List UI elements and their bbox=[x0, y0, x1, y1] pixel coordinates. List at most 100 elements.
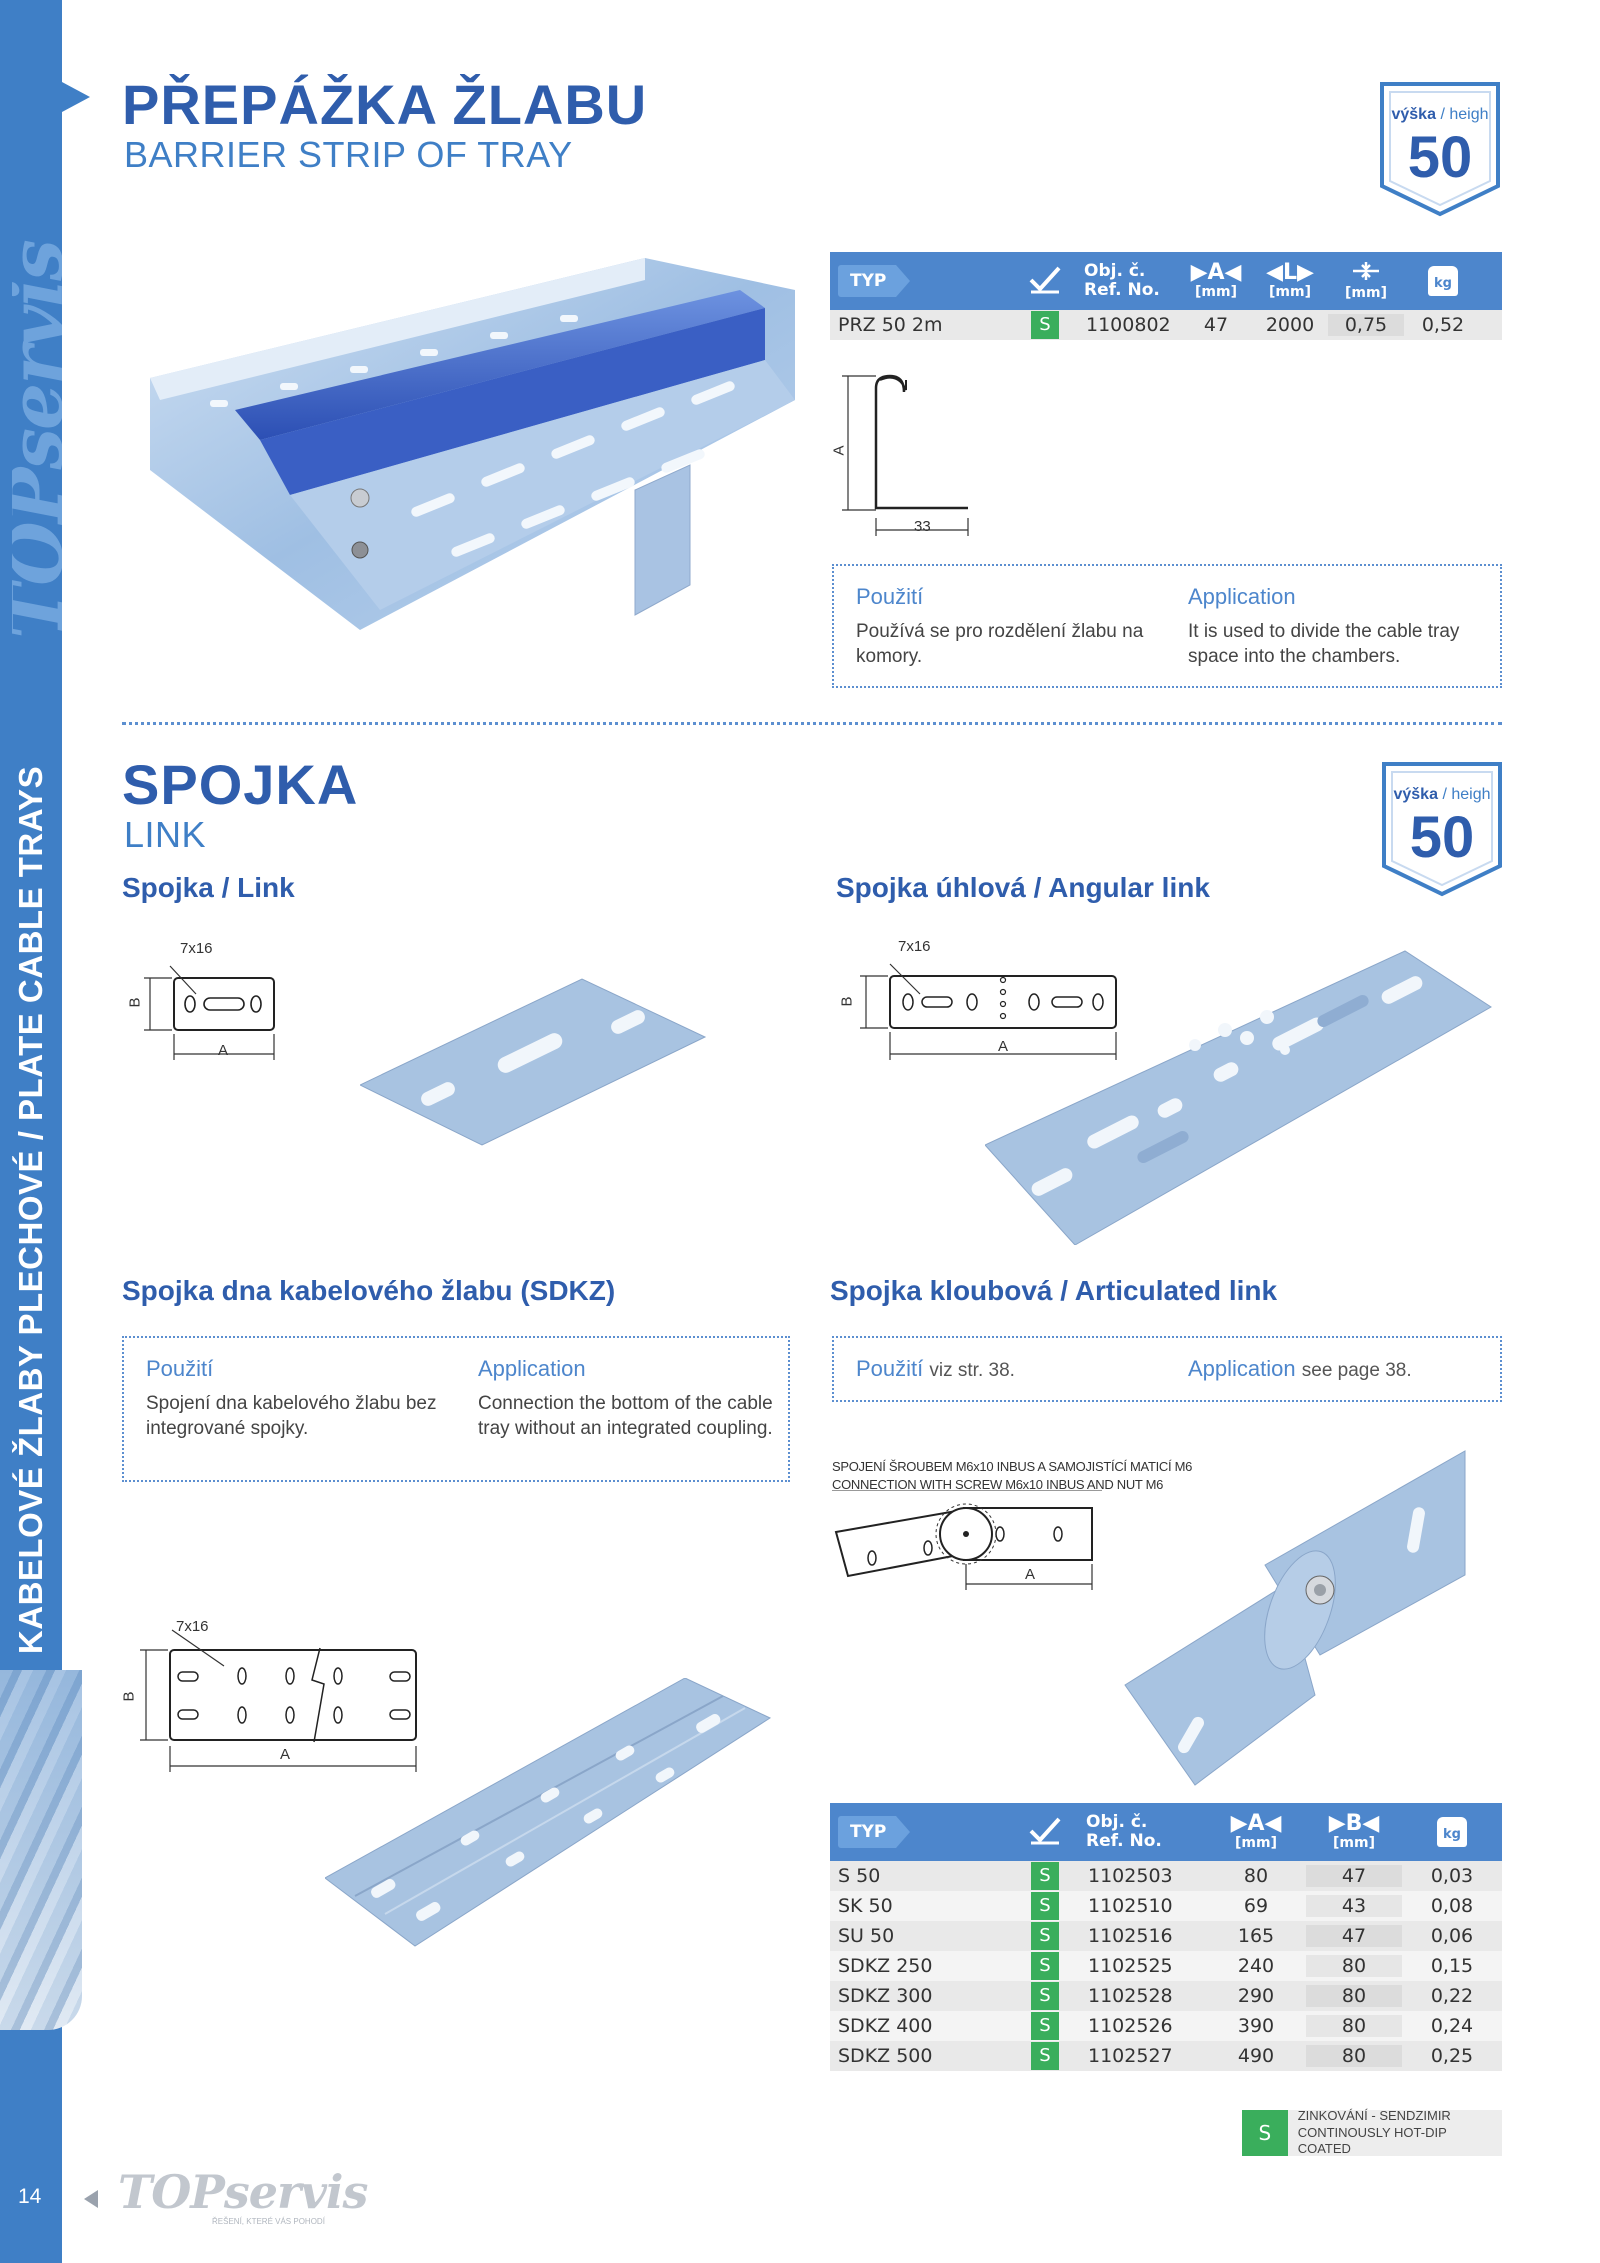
cell-typ: SDKZ 400 bbox=[838, 2015, 933, 2037]
table-row: SDKZ 250 S 1102525 240 80 0,15 bbox=[830, 1951, 1502, 1981]
finish-icon-2 bbox=[1020, 1815, 1070, 1849]
sdkz-image bbox=[325, 1678, 772, 1947]
cell-b: 47 bbox=[1306, 1925, 1402, 1947]
cell-finish: S bbox=[1020, 2042, 1070, 2070]
barrier-application-box: Použití Používá se pro rozdělení žlabu n… bbox=[832, 564, 1502, 688]
angular-a-label: A bbox=[998, 1038, 1009, 1055]
angular-link-subtitle: Spojka úhlová / Angular link bbox=[836, 872, 1210, 903]
finish-badge: S bbox=[1031, 1922, 1059, 1950]
link-slot-label: 7x16 bbox=[180, 940, 213, 957]
cell-finish: S bbox=[1020, 1982, 1070, 2010]
cell-typ: SU 50 bbox=[838, 1925, 895, 1947]
sidebar-category-title: KABELOVÉ ŽLABY PLECHOVÉ / PLATE CABLE TR… bbox=[12, 765, 49, 1655]
angular-b-label: B bbox=[838, 996, 856, 1007]
cell-typ: SDKZ 250 bbox=[838, 1955, 933, 1977]
cell-ref: 1102503 bbox=[1088, 1865, 1173, 1887]
cell-ref: 1102527 bbox=[1088, 2045, 1173, 2067]
link-b-label: B bbox=[126, 997, 144, 1008]
finish-badge: S bbox=[1031, 1892, 1059, 1920]
table-row: SDKZ 400 S 1102526 390 80 0,24 bbox=[830, 2011, 1502, 2041]
footer-logo: TOPservis bbox=[118, 2165, 368, 2219]
cell-ref: 1102516 bbox=[1088, 1925, 1173, 1947]
cell-b: 80 bbox=[1306, 1955, 1402, 1977]
cell-a: 165 bbox=[1237, 1925, 1275, 1947]
sdkz-a-label: A bbox=[280, 1746, 291, 1763]
table-row: SU 50 S 1102516 165 47 0,06 bbox=[830, 1921, 1502, 1951]
cell-b: 47 bbox=[1306, 1865, 1402, 1887]
cell-finish: S bbox=[1020, 1922, 1070, 1950]
section2-title-cz: SPOJKA bbox=[122, 753, 359, 816]
cell-a: 390 bbox=[1237, 2015, 1275, 2037]
cell-kg: 0,06 bbox=[1430, 1925, 1474, 1947]
cell-a: 240 bbox=[1237, 1955, 1275, 1977]
cell-ref: 1102526 bbox=[1088, 2015, 1173, 2037]
weight-icon: kg bbox=[1404, 266, 1482, 296]
legend-line1: ZINKOVÁNÍ - SENDZIMIR bbox=[1297, 2107, 1451, 2123]
cell-kg: 0,25 bbox=[1430, 2045, 1474, 2067]
sdkz-subtitle: Spojka dna kabelového žlabu (SDKZ) bbox=[122, 1275, 616, 1306]
legend-badge: S bbox=[1242, 2110, 1288, 2156]
cell-ref: 1102525 bbox=[1088, 1955, 1173, 1977]
sdkz-slot-label: 7x16 bbox=[176, 1618, 209, 1635]
cell-a: 290 bbox=[1237, 1985, 1275, 2007]
cell-kg: 0,15 bbox=[1430, 1955, 1474, 1977]
cell-kg: 0,22 bbox=[1430, 1985, 1474, 2007]
cell-typ: SK 50 bbox=[838, 1895, 893, 1917]
link-subtitle: Spojka / Link bbox=[122, 872, 295, 903]
barrier-tray-image bbox=[150, 258, 795, 630]
link-product-table: TYP Obj. č.Ref. No. ▶A◀[mm] ▶B◀[mm] kg S… bbox=[830, 1803, 1502, 2071]
dim-33-label: 33 bbox=[914, 518, 931, 535]
cell-kg: 0,03 bbox=[1430, 1865, 1474, 1887]
footer-tagline: ŘEŠENÍ, KTERÉ VÁS POHODÍ bbox=[212, 2217, 325, 2226]
section-divider bbox=[122, 722, 1502, 725]
thickness-icon: [mm] bbox=[1328, 261, 1404, 301]
articulated-link-image bbox=[1124, 1450, 1466, 1786]
finish-badge: S bbox=[1031, 1862, 1059, 1890]
cell-finish: S bbox=[1020, 2012, 1070, 2040]
cell-a: 80 bbox=[1243, 1865, 1269, 1887]
sdkz-application-box: Použití Spojení dna kabelového žlabu bez… bbox=[122, 1336, 790, 1482]
articulated-link-drawing bbox=[832, 1490, 1102, 1590]
weight-icon-2: kg bbox=[1402, 1817, 1502, 1847]
typ-header: TYP bbox=[838, 265, 911, 297]
table-row: S 50 S 1102503 80 47 0,03 bbox=[830, 1861, 1502, 1891]
sdkz-drawing bbox=[140, 1629, 417, 1772]
sdkz-b-label: B bbox=[120, 1691, 138, 1702]
section2-title-en: LINK bbox=[124, 814, 207, 855]
cell-b: 43 bbox=[1306, 1895, 1402, 1917]
finish-badge: S bbox=[1031, 1952, 1059, 1980]
height-value: 50 bbox=[1407, 125, 1473, 190]
cell-finish: S bbox=[1020, 1892, 1070, 1920]
screw-connection-note: SPOJENÍ ŠROUBEM M6x10 INBUS A SAMOJISTÍC… bbox=[832, 1459, 1193, 1492]
link-a-label: A bbox=[218, 1042, 229, 1059]
height-badge-2: výška / heigh 50 bbox=[1380, 760, 1504, 900]
cell-kg: 0,24 bbox=[1430, 2015, 1474, 2037]
barrier-product-table: TYP Obj. č.Ref. No. ▶A◀[mm] ◀L▶[mm] [mm]… bbox=[830, 252, 1502, 340]
cell-b: 80 bbox=[1306, 2015, 1402, 2037]
legend-line2: CONTINOUSLY HOT-DIP COATED bbox=[1297, 2124, 1447, 2157]
cell-b: 80 bbox=[1306, 2045, 1402, 2067]
cell-finish: S bbox=[1020, 1862, 1070, 1890]
page-number: 14 bbox=[18, 2185, 42, 2208]
cell-b: 80 bbox=[1306, 1985, 1402, 2007]
cell-finish: S bbox=[1020, 1952, 1070, 1980]
cell-a: 69 bbox=[1243, 1895, 1269, 1917]
cell-typ: S 50 bbox=[838, 1865, 881, 1887]
articulated-a-label: A bbox=[1025, 1566, 1036, 1583]
dim-a-label: A bbox=[830, 445, 848, 456]
sidebar-brand-logo: TOPservis bbox=[12, 241, 62, 639]
height-value-2: 50 bbox=[1409, 805, 1475, 870]
height-badge: výška / heigh 50 bbox=[1378, 80, 1502, 220]
finish-badge: S bbox=[1031, 2042, 1059, 2070]
section1-title-en: BARRIER STRIP OF TRAY bbox=[124, 134, 573, 175]
finish-badge: S bbox=[1031, 1982, 1059, 2010]
finish-badge: S bbox=[1031, 311, 1059, 339]
finish-legend: S ZINKOVÁNÍ - SENDZIMIR CONTINOUSLY HOT-… bbox=[1242, 2107, 1502, 2157]
cell-kg: 0,08 bbox=[1430, 1895, 1474, 1917]
link-drawing bbox=[144, 965, 275, 1060]
sidebar-pointer bbox=[62, 82, 90, 112]
cell-typ: SDKZ 300 bbox=[838, 1985, 933, 2007]
finish-badge: S bbox=[1031, 2012, 1059, 2040]
